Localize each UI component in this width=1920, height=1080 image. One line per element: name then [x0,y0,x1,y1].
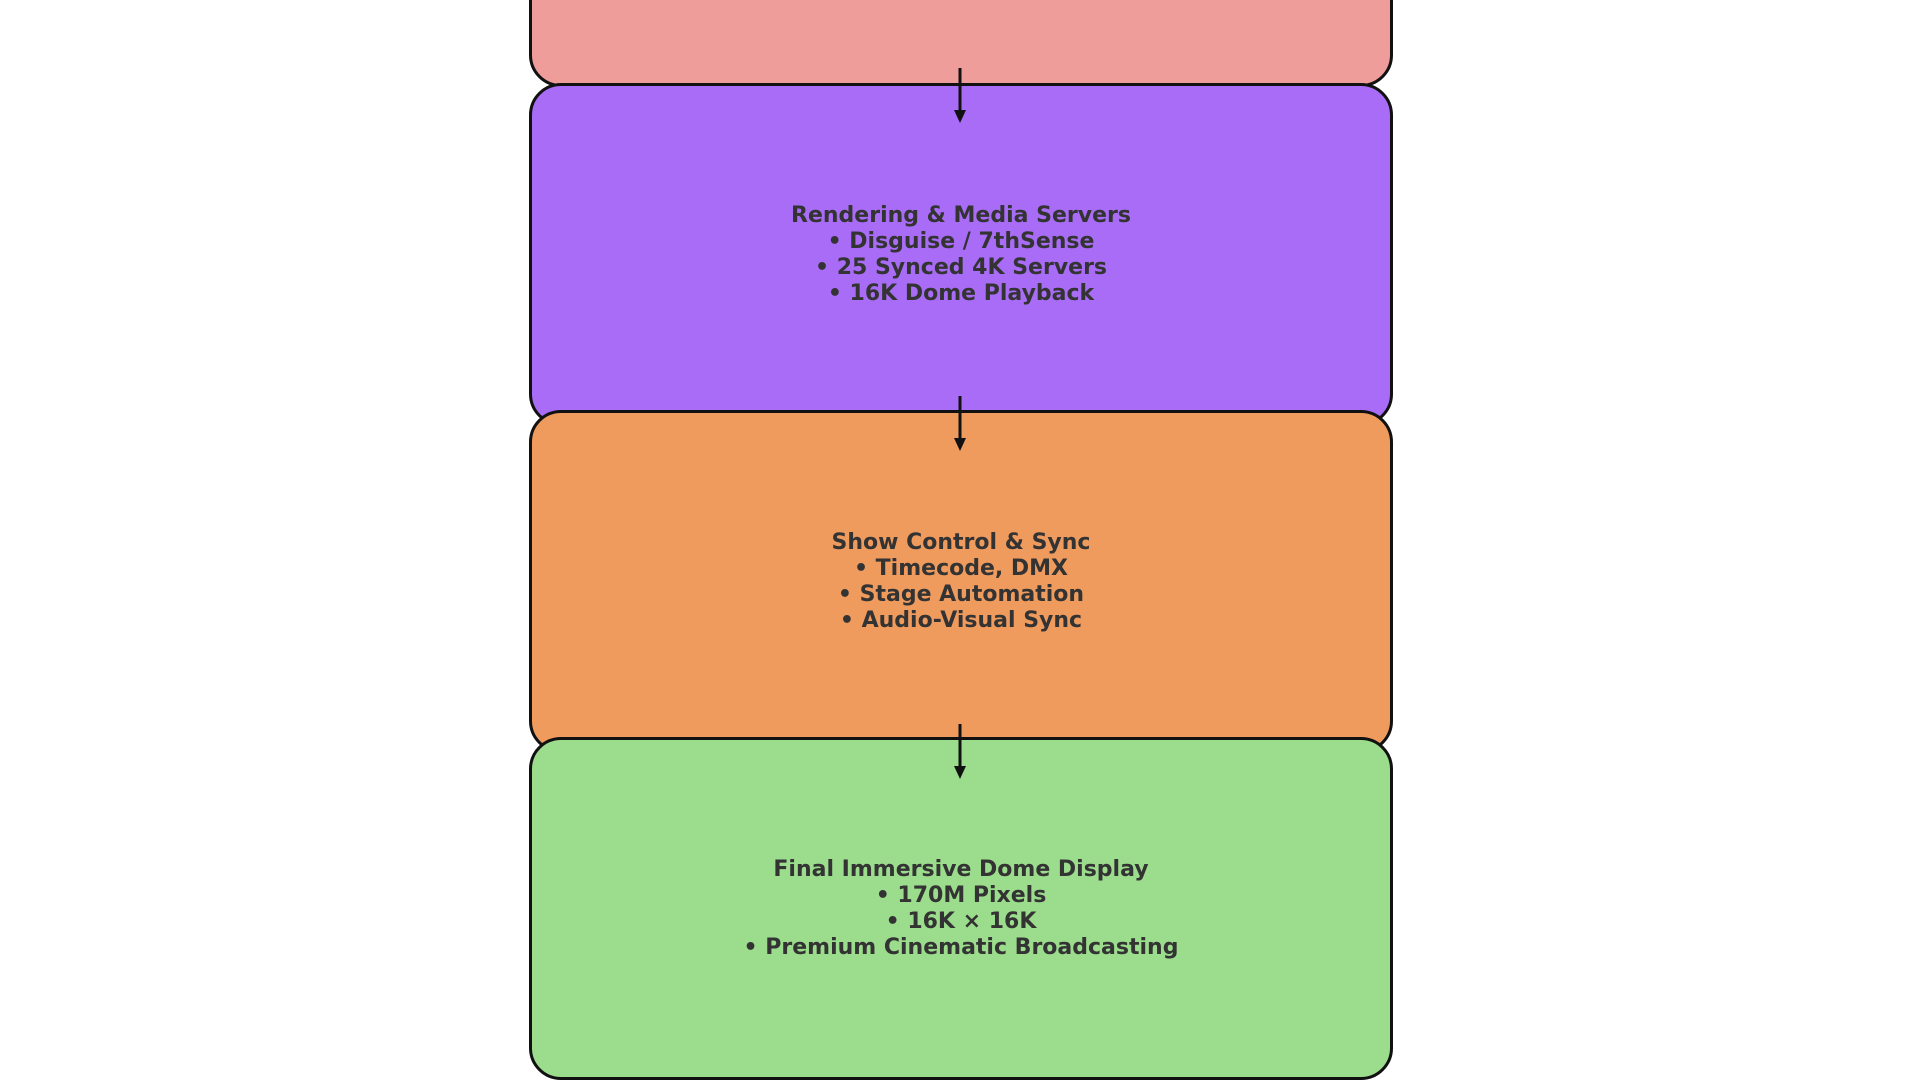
stage-bullet: • Timecode, DMX [853,555,1069,581]
stage-bullet: • Premium Cinematic Broadcasting [743,934,1179,960]
stage-title: Final Immersive Dome Display [773,856,1149,882]
stage-box-rendering: Rendering & Media Servers • Disguise / 7… [529,83,1393,426]
stage-box-show-control: Show Control & Sync • Timecode, DMX • St… [529,410,1393,753]
stage-box-dome-display: Final Immersive Dome Display • 170M Pixe… [529,737,1393,1080]
stage-bullet: • 25 Synced 4K Servers [814,254,1108,280]
stage-bullet: • 16K × 16K [885,908,1037,934]
arrow-down-icon [954,68,966,123]
stage-bullet: • 170M Pixels [875,882,1047,908]
arrow-down-icon [954,396,966,451]
stage-title: Rendering & Media Servers [791,202,1131,228]
stage-title: Show Control & Sync [831,529,1091,555]
stage-bullet: • Stage Automation [837,581,1085,607]
stage-bullet: • Disguise / 7thSense [827,228,1095,254]
arrow-down-icon [954,724,966,779]
stage-bullet: • Audio-Visual Sync [839,607,1083,633]
stage-bullet: • 16K Dome Playback [827,280,1095,306]
